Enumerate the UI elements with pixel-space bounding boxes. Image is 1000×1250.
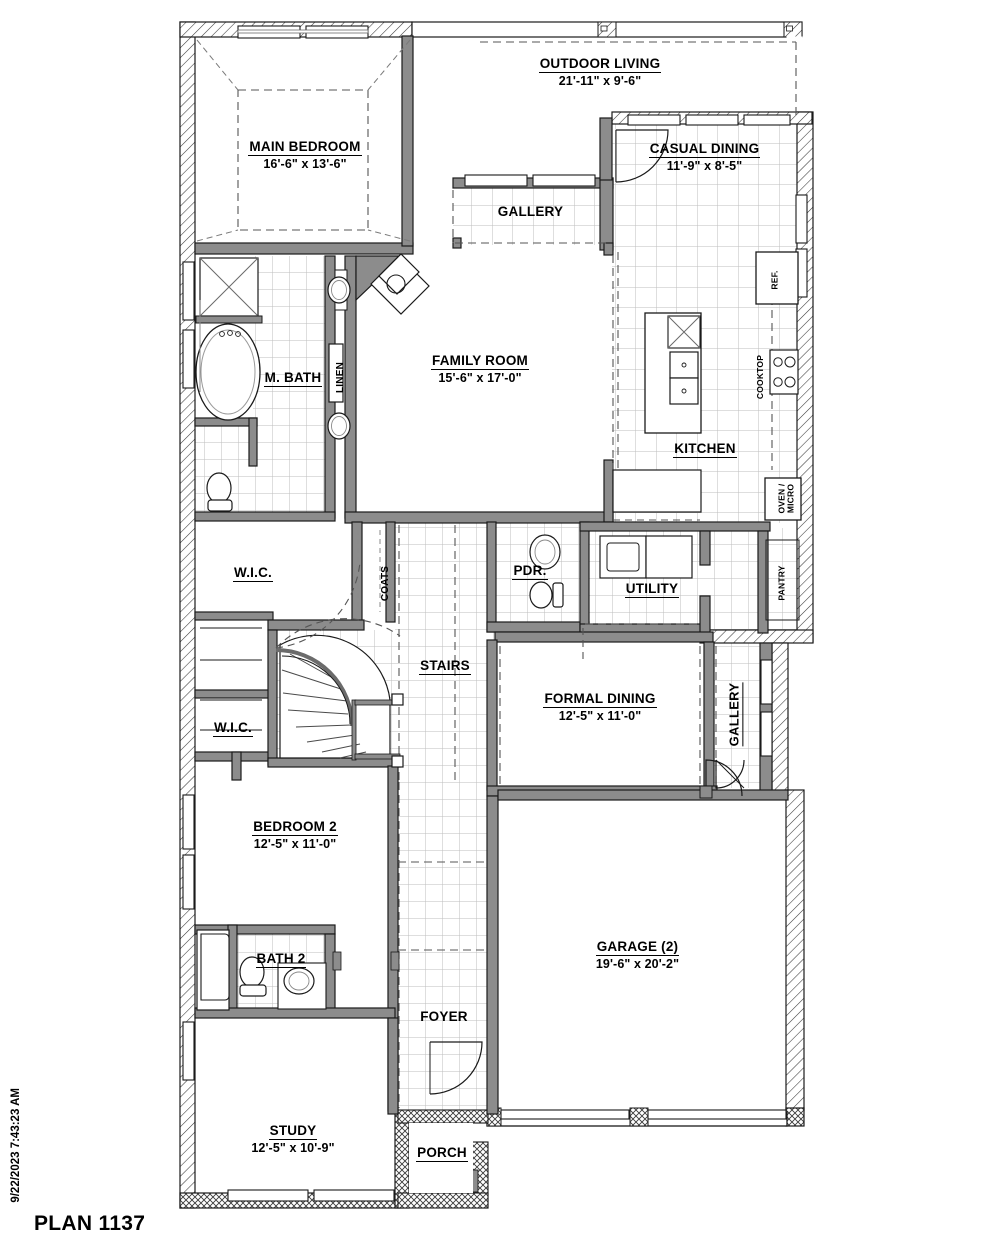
fixture-label-coats: COATS	[380, 565, 392, 602]
fixture-label-oven-micro: OVEN / MICRO	[776, 483, 796, 514]
fixture-label-linen: LINEN	[335, 362, 346, 393]
fixture-label-ref: REF.	[769, 270, 780, 290]
fixture-label-pantry: PANTRY	[776, 565, 787, 601]
room-name: GALLERY	[726, 682, 744, 747]
fixture-label-cooktop: COOKTOP	[755, 354, 766, 400]
room-label-gallery-right: GALLERY	[726, 682, 744, 747]
print-timestamp: 9/22/2023 7:43:23 AM	[10, 1088, 22, 1203]
page-title: PLAN 1137	[34, 1212, 146, 1235]
